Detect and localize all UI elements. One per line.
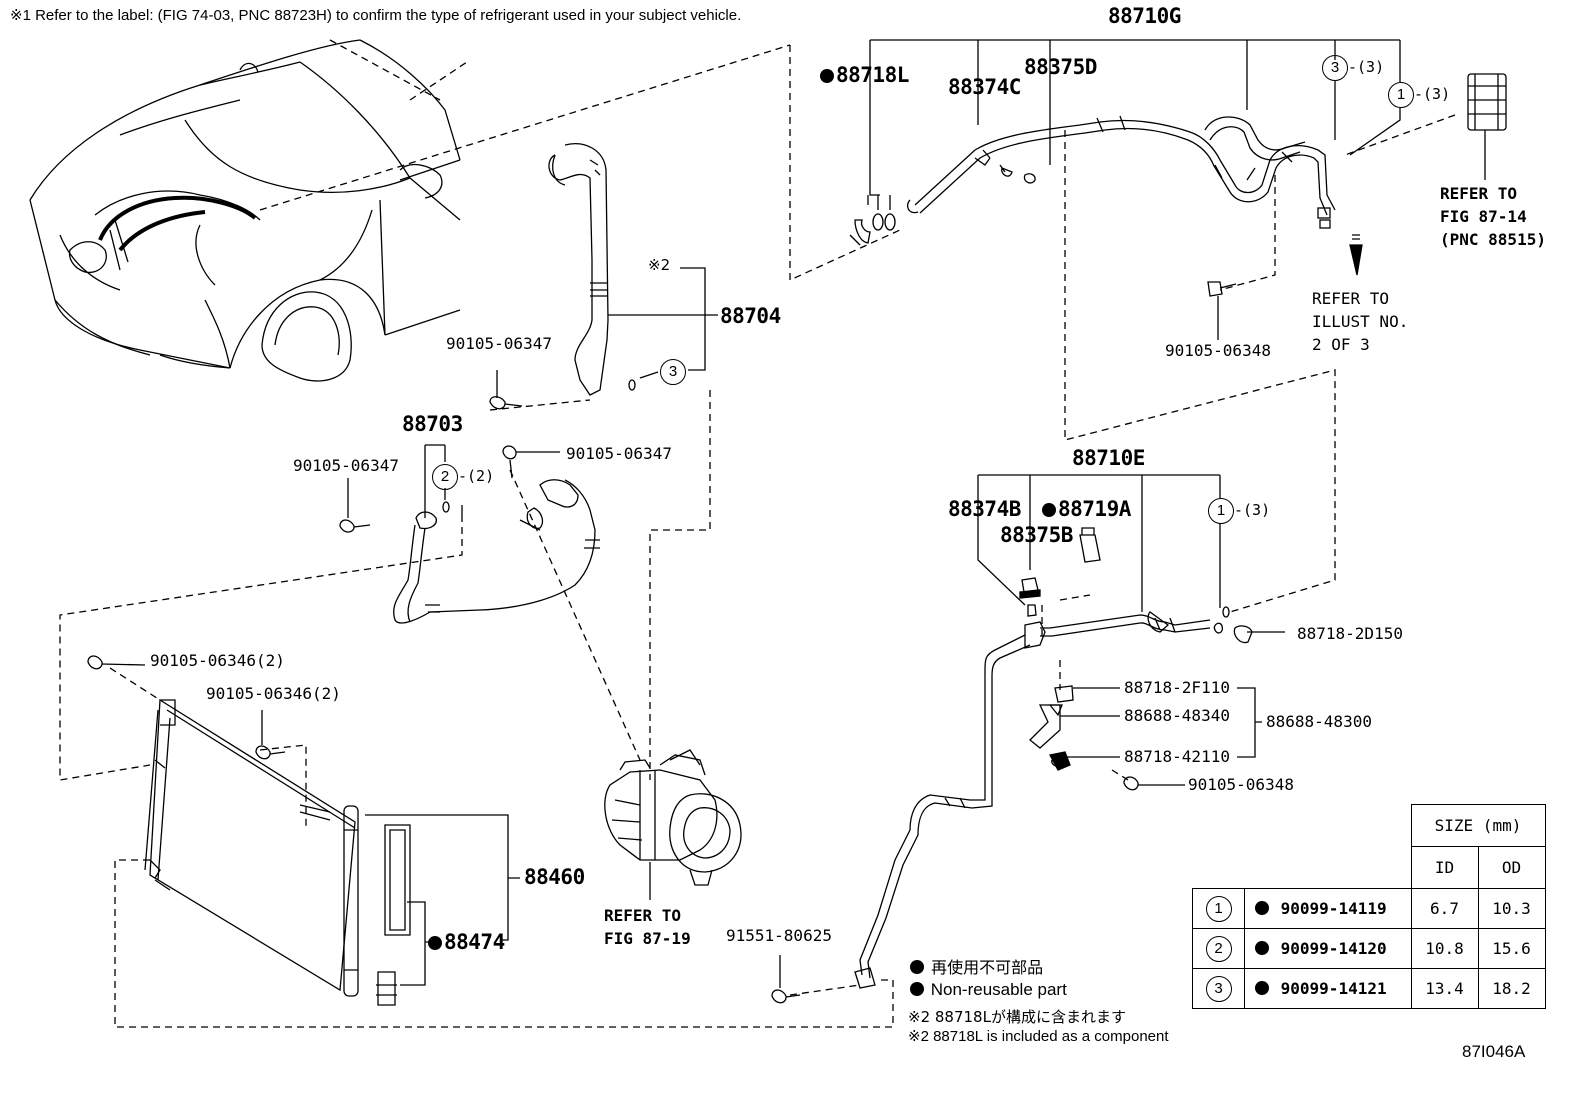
connector-88515	[1467, 73, 1507, 131]
bolt-90105-06348-top	[1207, 281, 1237, 297]
label-90105-06348-bottom[interactable]: 90105-06348	[1188, 775, 1294, 794]
label-90105-06347-c[interactable]: 90105-06347	[566, 444, 672, 463]
non-reusable-dot-icon	[910, 982, 924, 996]
bolt-90105-06346-b	[255, 710, 286, 760]
pipe-88710E	[854, 611, 1253, 989]
label-88719A[interactable]: 88719A	[1042, 499, 1131, 520]
callout-lines	[59, 39, 1456, 1028]
pipe-88710G	[907, 115, 1336, 229]
note2-mark: ※2	[648, 256, 671, 274]
table-row: 2 90099-14120 10.8 15.6	[1192, 928, 1546, 969]
label-88703[interactable]: 88703	[402, 412, 463, 436]
bolt-90105-06347-c	[502, 445, 560, 479]
circle-1-icon: 1	[1208, 498, 1234, 524]
compressor	[604, 749, 742, 886]
bracket-88688	[1029, 685, 1074, 771]
bolt-90105-06347-a	[489, 370, 523, 410]
refer-fig-87-19[interactable]: REFER TO FIG 87-19	[604, 906, 691, 948]
label-88718-2D150[interactable]: 88718-2D150	[1297, 624, 1403, 643]
non-reusable-dot-icon	[1255, 981, 1269, 995]
header-note: ※1 Refer to the label: (FIG 74-03, PNC 8…	[10, 7, 742, 24]
label-90105-06348-top[interactable]: 90105-06348	[1165, 341, 1271, 360]
label-88704[interactable]: 88704	[720, 304, 781, 328]
size-table-col-id: ID	[1410, 846, 1479, 889]
label-88710G[interactable]: 88710G	[1108, 4, 1181, 28]
label-88474[interactable]: 88474	[428, 932, 505, 953]
o-ring-ref-1-88710E: 1-(3)	[1208, 498, 1270, 524]
table-row: 1 90099-14119 6.7 10.3	[1192, 888, 1546, 929]
clip-88718L	[849, 213, 896, 246]
condenser-88460	[144, 698, 359, 997]
size-table-col-od: OD	[1477, 846, 1546, 889]
vehicle-front-illustration	[29, 39, 461, 382]
non-reusable-dot-icon	[910, 960, 924, 974]
legend-non-reusable-jp: 再使用不可部品	[910, 954, 1043, 978]
label-88375D[interactable]: 88375D	[1024, 55, 1097, 79]
o-ring-ref-1: 1-(3)	[1388, 82, 1450, 108]
label-90105-06346-b[interactable]: 90105-06346(2)	[206, 684, 341, 703]
refer-illust-2-of-3[interactable]: REFER TO ILLUST NO. 2 OF 3	[1312, 289, 1409, 354]
label-88374C[interactable]: 88374C	[948, 75, 1021, 99]
label-88375B[interactable]: 88375B	[1000, 523, 1073, 547]
non-reusable-dot-icon	[428, 936, 442, 950]
label-88718L[interactable]: 88718L	[820, 65, 909, 86]
label-90105-06347-a[interactable]: 90105-06347	[446, 334, 552, 353]
size-table-title: SIZE (mm)	[1410, 804, 1546, 847]
circle-1-icon: 1	[1205, 895, 1232, 922]
non-reusable-dot-icon	[820, 69, 834, 83]
legend-note2-jp: ※2 88718Lが構成に含まれます	[908, 1008, 1126, 1026]
circle-3-icon: 3	[660, 359, 686, 385]
bolt-90105-06346-a	[87, 655, 146, 670]
label-90105-06347-b[interactable]: 90105-06347	[293, 456, 399, 475]
refer-fig-87-14[interactable]: REFER TO FIG 87-14 (PNC 88515)	[1440, 184, 1546, 249]
label-88710E[interactable]: 88710E	[1072, 446, 1145, 470]
label-91551-80625[interactable]: 91551-80625	[726, 926, 832, 945]
circle-3-icon: 3	[1205, 975, 1232, 1002]
bolt-91551-80625	[771, 955, 801, 1004]
table-row: 3 90099-14121 13.4 18.2	[1192, 968, 1546, 1009]
circle-3-icon: 3	[1322, 55, 1348, 81]
o-ring-size-table: SIZE (mm) ID OD 1 90099-14119 6.7 10.3 2…	[1192, 804, 1546, 1009]
circle-2-icon: 2	[1205, 935, 1232, 962]
label-88688-48300[interactable]: 88688-48300	[1266, 712, 1372, 731]
filter-88474	[376, 824, 411, 1006]
o-ring-ref-2: 2-(2)	[432, 464, 494, 490]
o-ring-ref-3-88704: 3	[660, 359, 686, 385]
circle-2-icon: 2	[432, 464, 458, 490]
o-ring-ref-3: 3-(3)	[1322, 55, 1384, 81]
label-90105-06346-a[interactable]: 90105-06346(2)	[150, 651, 285, 670]
non-reusable-dot-icon	[1255, 901, 1269, 915]
non-reusable-dot-icon	[1255, 941, 1269, 955]
label-88374B[interactable]: 88374B	[948, 497, 1021, 521]
legend-note2-en: ※2 88718L is included as a component	[908, 1028, 1169, 1045]
legend-non-reusable-en: Non-reusable part	[910, 980, 1067, 1000]
label-88718-42110[interactable]: 88718-42110	[1124, 747, 1230, 766]
label-88688-48340[interactable]: 88688-48340	[1124, 706, 1230, 725]
illustration-code: 87I046A	[1462, 1042, 1526, 1061]
bolt-90105-06348-bottom	[1123, 776, 1185, 791]
bolt-90105-06347-b	[339, 478, 371, 533]
non-reusable-dot-icon	[1042, 503, 1056, 517]
hose-88703	[393, 479, 600, 624]
label-88460[interactable]: 88460	[524, 865, 585, 889]
circle-1-icon: 1	[1388, 82, 1414, 108]
hose-88704	[548, 143, 636, 396]
label-88718-2F110[interactable]: 88718-2F110	[1124, 678, 1230, 697]
